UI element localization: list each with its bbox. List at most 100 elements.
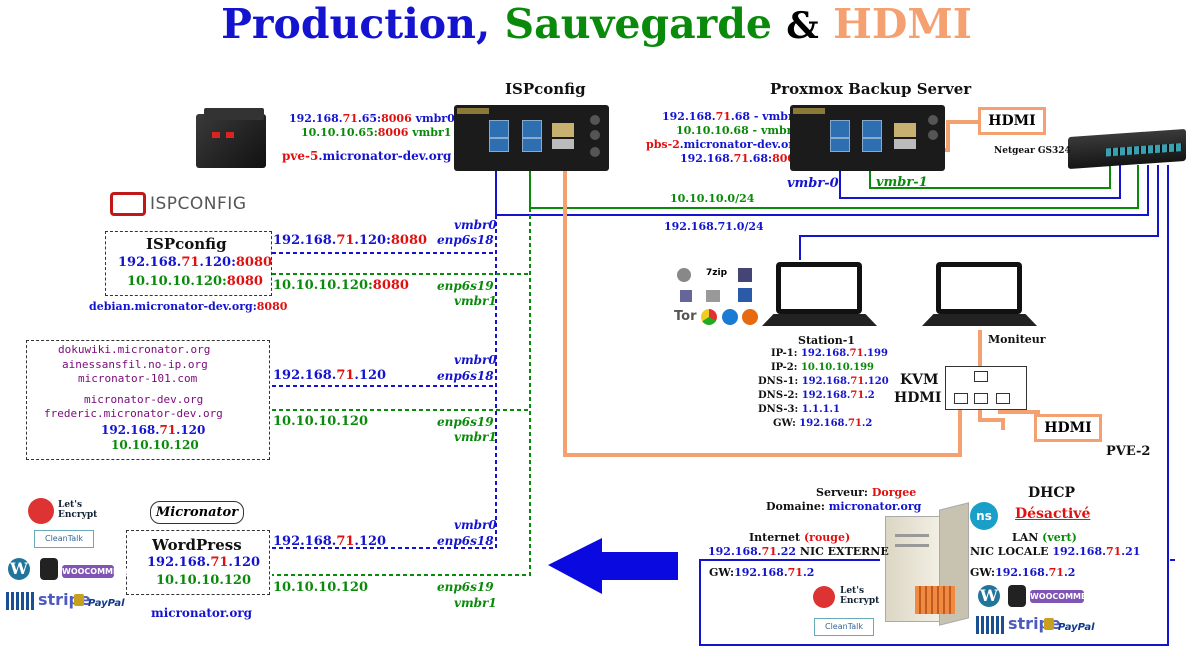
server-gw1: GW:192.168.71.2	[709, 566, 815, 579]
dhcp-title: DHCP	[1028, 485, 1076, 501]
firefox-icon	[742, 309, 758, 325]
pbs-panel	[790, 105, 945, 171]
row3-green-ip: 10.10.10.120	[273, 580, 368, 595]
dokuwiki-box	[26, 340, 270, 460]
title-sauvegarde: Sauvegarde	[504, 0, 772, 48]
station-laptop	[762, 260, 877, 328]
ispconfig-box-ip1: 192.168.71.120:8080	[118, 255, 273, 270]
wordpress-icon-left: W	[8, 558, 30, 580]
row1-if-vmbr0: vmbr0	[454, 218, 497, 232]
station-gw: GW: 192.168.71.2	[773, 418, 873, 429]
row2-if-vmbr1: vmbr1	[454, 430, 497, 444]
network-green-label: 10.10.10.0/24	[670, 192, 755, 205]
dokuwiki-ip2: 10.10.10.120	[111, 438, 199, 452]
bank-icon-right	[976, 616, 1004, 634]
ispconfig-server-label: ISPconfig	[505, 80, 586, 98]
pve2-label: PVE-2	[1106, 444, 1151, 459]
letsencrypt-logo-left: Let's Encrypt	[58, 500, 98, 520]
proxmox-host-ip1: 192.168.71.65:8006 vmbr0	[289, 112, 455, 125]
station-dns1: DNS-1: 192.168.71.120	[758, 376, 889, 387]
wordpress-box-domain: micronator.org	[151, 606, 253, 620]
line-blue-dashed-trunk	[272, 215, 497, 549]
ninja-icon-left	[40, 558, 58, 580]
hdmi-label-kvm: HDMI	[1034, 414, 1102, 442]
row1-if-vmbr1: vmbr1	[454, 294, 497, 308]
dokuwiki-line4: micronator-dev.org	[84, 393, 204, 406]
dokuwiki-line5: frederic.micronator-dev.org	[44, 407, 223, 420]
app-icon-5	[706, 290, 720, 302]
hdmi-label-pbs: HDMI	[978, 107, 1046, 135]
dokuwiki-line3: micronator-101.com	[78, 372, 198, 385]
pbs-ip1: 192.168.71.68 - vmbr0	[662, 110, 802, 123]
row3-if-enp6s18: enp6s18	[437, 534, 494, 548]
row1-if-enp6s19: enp6s19	[437, 279, 494, 293]
line-hdmi-isp	[563, 140, 962, 457]
dokuwiki-line2: ainessansfil.no-ip.org	[62, 358, 208, 371]
pbs-name: pbs-2.micronator-dev.org	[646, 138, 802, 151]
monitor-laptop	[922, 260, 1037, 328]
dhcp-status: Désactivé	[1015, 506, 1091, 522]
row2-green-ip: 10.10.10.120	[273, 414, 368, 429]
letsencrypt-logo-mid: Let's Encrypt	[840, 586, 880, 606]
pbs-label: Proxmox Backup Server	[770, 80, 972, 98]
station-label: Station-1	[798, 334, 855, 347]
kvm-label-1: KVM	[900, 372, 939, 388]
title-ampersand: &	[786, 5, 819, 47]
ispconfig-logo: ISPCONFIG	[110, 190, 270, 220]
big-blue-arrow	[548, 538, 678, 594]
ispconfig-box-ip2: 10.10.10.120:8080	[127, 274, 263, 289]
title-production: Production,	[221, 0, 491, 48]
wordpress-icon-right: W	[978, 585, 1000, 607]
line-green-dashed-trunk	[272, 208, 531, 576]
pbs-ip2: 10.10.10.68 - vmbr1	[676, 124, 801, 137]
chrome-icon	[701, 309, 717, 325]
pbs-vmbr1-label: vmbr-1	[876, 175, 928, 190]
ispconfig-server-panel	[454, 105, 609, 171]
line-switch-dorgee	[699, 165, 1169, 646]
server-tower	[885, 500, 973, 626]
row1-if-enp6s18: enp6s18	[437, 233, 494, 247]
station-ip1: IP-1: 192.168.71.199	[771, 348, 888, 359]
dokuwiki-ip1: 192.168.71.120	[101, 423, 206, 437]
sevenzip-icon: 7zip	[706, 268, 728, 278]
line-isp-vmbr1	[529, 150, 1139, 209]
row3-if-vmbr0: vmbr0	[454, 518, 497, 532]
lock-icon-right	[1044, 618, 1054, 630]
paypal-logo-left: PayPal	[88, 598, 125, 609]
row2-if-enp6s18: enp6s18	[437, 369, 494, 383]
wordpress-box-title: WordPress	[152, 536, 242, 554]
cleantalk-logo-mid: CleanTalk	[814, 618, 874, 636]
row3-if-enp6s19: enp6s19	[437, 580, 494, 594]
letsencrypt-icon	[28, 498, 54, 524]
ispconfig-box	[105, 231, 272, 296]
monitor-label: Moniteur	[988, 333, 1046, 346]
station-dns3: DNS-3: 1.1.1.1	[758, 404, 840, 415]
server-local-nic: NIC LOCALE 192.168.71.21	[970, 545, 1141, 558]
server-internet-label: Internet (rouge)	[749, 531, 851, 544]
wordpress-box-ip2: 10.10.10.120	[156, 573, 251, 588]
row1-blue-ip: 192.168.71.120:8080	[273, 233, 428, 248]
line-switch-station	[799, 165, 1159, 260]
row2-if-vmbr0: vmbr0	[454, 353, 497, 367]
pbs-vmbr0-label: vmbr-0	[787, 176, 839, 191]
ns-logo: ns	[970, 502, 998, 530]
lock-icon-left	[74, 594, 84, 606]
server-domain: Domaine: micronator.org	[766, 500, 922, 513]
micronator-logo: Micronator	[150, 501, 244, 524]
bank-icon-left	[6, 592, 34, 610]
proxmox-host-image	[190, 108, 272, 170]
server-external-nic: 192.168.71.22 NIC EXTERNE	[708, 545, 889, 558]
app-icon-3	[738, 268, 752, 282]
kvm-label-2: HDMI	[894, 390, 942, 406]
wordpress-box-ip1: 192.168.71.120	[147, 555, 261, 570]
ninja-icon-right	[1008, 585, 1026, 607]
server-name: Serveur: Dorgee	[816, 486, 917, 499]
page-title: Production, Sauvegarde & HDMI	[0, 0, 1193, 48]
station-ip2: IP-2: 10.10.10.199	[771, 362, 875, 373]
proxmox-host-name: pve-5.micronator-dev.org	[282, 149, 452, 163]
row2-blue-ip: 192.168.71.120	[273, 368, 387, 383]
ispconfig-logo-text: ISPCONFIG	[150, 194, 247, 214]
paypal-logo-right: PayPal	[1058, 622, 1095, 633]
title-hdmi: HDMI	[833, 0, 972, 48]
